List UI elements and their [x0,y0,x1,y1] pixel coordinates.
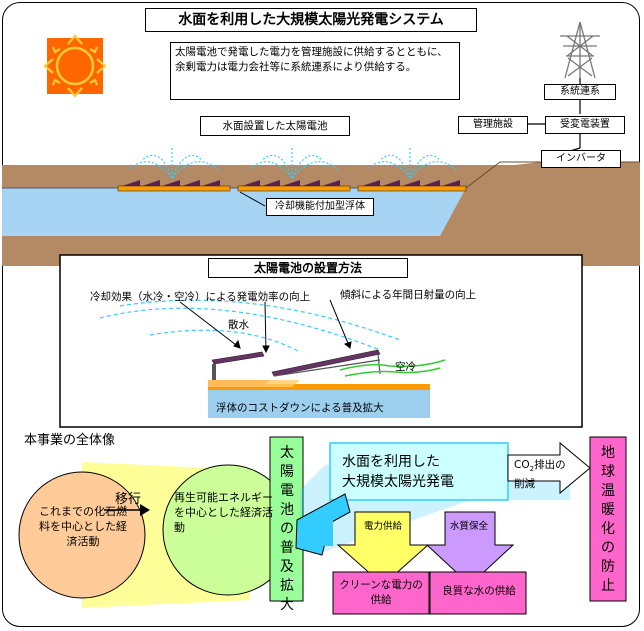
float-cost-text: 浮体のコストダウンによる普及拡大 [216,402,384,414]
spray-lines [99,299,401,353]
spread-text: 太陽電池の普及拡大 [280,445,294,613]
intro-text: 太陽電池で発電した電力を管理施設に供給するとともに、余剰電力は電力会社等に系統連… [170,42,460,100]
power-supply-label: 電力供給 [364,521,403,532]
co2-sub: 2 [529,465,535,474]
big-title-line2: 大規模太陽光発電 [342,474,454,490]
good-water-text: 良質な水の供給 [442,585,516,597]
grid-label: 系統連系 [544,84,616,100]
global-warming-text: 地球温暖化の防止 [601,445,615,594]
co2-text: CO2排出の削減 [514,458,574,492]
air-cooling-lines [339,359,446,377]
sun-icon [43,34,107,98]
management-label: 管理施設 [458,116,528,134]
air-cool-label: 空冷 [395,361,416,373]
sprinkler-spray [127,147,457,179]
co2-pre: CO [514,459,530,471]
clean-power-text: クリーンな電力の供給 [339,579,423,606]
tilt-text: 傾斜による年間日射量の向上 [340,289,477,301]
install-heading: 太陽電池の設置方法 [208,258,408,278]
water-quality-label: 水質保全 [450,521,489,532]
float-label: 冷却機能付加型浮体 [266,198,374,216]
big-title: 水面を利用した 大規模太陽光発電 [342,452,512,492]
shift-label: 移行 [114,492,141,507]
substation-label: 受変電装置 [545,116,625,134]
sprinkle-label: 散水 [228,319,249,331]
fossil-text: これまでの化石燃料を中心とした経済活動 [39,505,127,548]
surface-panels-label: 水面設置した太陽電池 [200,116,350,136]
renewable-text: 再生可能エネルギーを中心とした経済活動 [174,491,273,534]
overview-heading: 本事業の全体像 [24,433,116,448]
cooling-text: 冷却効果（水冷・空冷）による発電効率の向上 [90,291,311,303]
co2-post: 排出の削減 [514,459,566,491]
inverter-label: インバータ [541,150,621,168]
page-title: 水面を利用した大規模太陽光発電システム [145,8,477,32]
floating-panels [117,180,467,192]
big-title-line1: 水面を利用した [342,454,440,470]
power-tower-icon [560,21,600,79]
